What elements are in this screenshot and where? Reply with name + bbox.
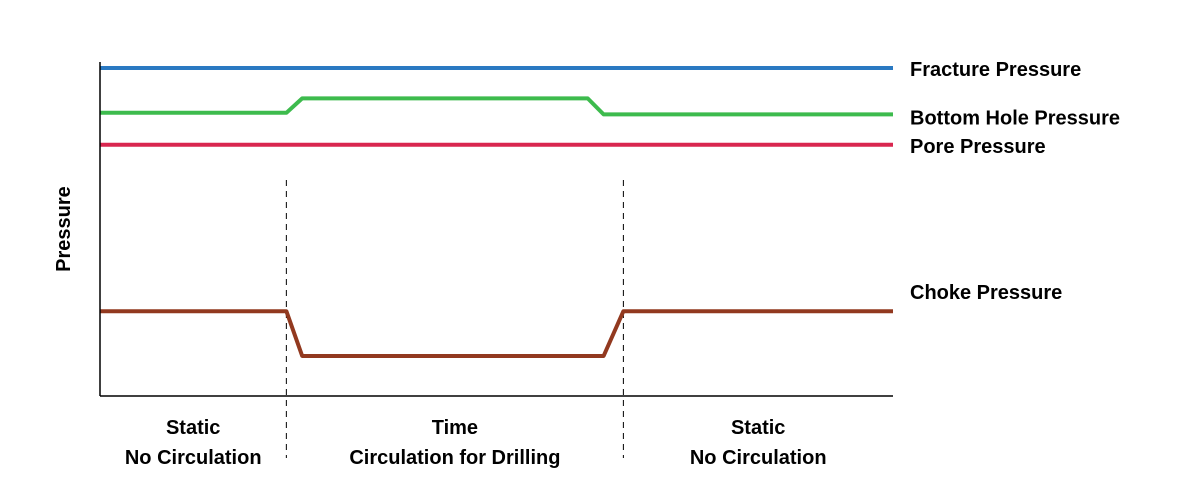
phase-1-label-line-1: Static [166,417,220,439]
phase-3-label-line-2: No Circulation [690,447,827,469]
series-label-fracture-pressure: Fracture Pressure [910,59,1081,81]
phase-dividers [285,180,624,458]
series-line-bottom-hole-pressure [100,96,893,117]
series-lines [100,66,893,358]
series-line-choke-pressure [100,309,893,358]
y-axis-label: Pressure [53,186,75,272]
series-label-bottom-hole-pressure: Bottom Hole Pressure [910,107,1120,129]
phase-1-label-line-2: No Circulation [125,447,262,469]
phase-3-label-line-1: Static [731,417,785,439]
series-label-choke-pressure: Choke Pressure [910,282,1062,304]
phase-2-label-line-1: Time [432,417,478,439]
series-label-pore-pressure: Pore Pressure [910,136,1046,158]
axes [99,62,893,397]
phase-2-label-line-2: Circulation for Drilling [349,447,560,469]
